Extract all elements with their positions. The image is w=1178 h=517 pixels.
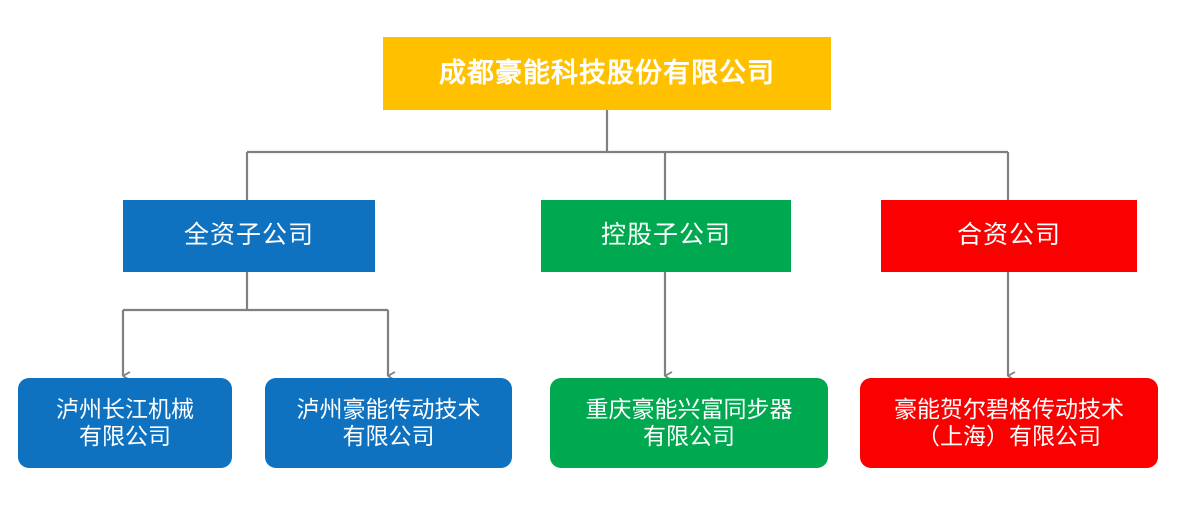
node-category-joint-venture: 合资公司 (881, 200, 1137, 272)
node-company-luzhou-haoneng: 泸州豪能传动技术 有限公司 (265, 378, 512, 468)
node-root-company: 成都豪能科技股份有限公司 (383, 37, 831, 110)
node-company-luzhou-changjiang: 泸州长江机械 有限公司 (18, 378, 232, 468)
node-category-wholly-owned: 全资子公司 (123, 200, 375, 272)
node-category-holding: 控股子公司 (541, 200, 791, 272)
node-company-haoneng-hoerbiger: 豪能贺尔碧格传动技术 （上海）有限公司 (860, 378, 1158, 468)
node-company-chongqing-xingfu: 重庆豪能兴富同步器 有限公司 (550, 378, 828, 468)
